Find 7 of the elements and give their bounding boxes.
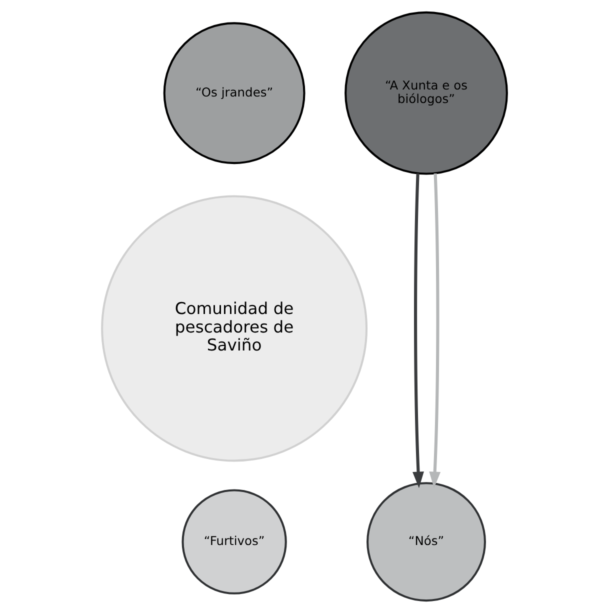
node-circle: Comunidad de pescadores de Saviño [101, 195, 368, 462]
node-circle: “A Xunta e os biólogos” [344, 11, 508, 175]
node-circle: “Nós” [366, 482, 486, 602]
arrow [429, 173, 441, 488]
node-circle: “Os jrandes” [163, 22, 306, 164]
node-circle: “Furtivos” [182, 489, 287, 594]
arrow [412, 173, 424, 488]
